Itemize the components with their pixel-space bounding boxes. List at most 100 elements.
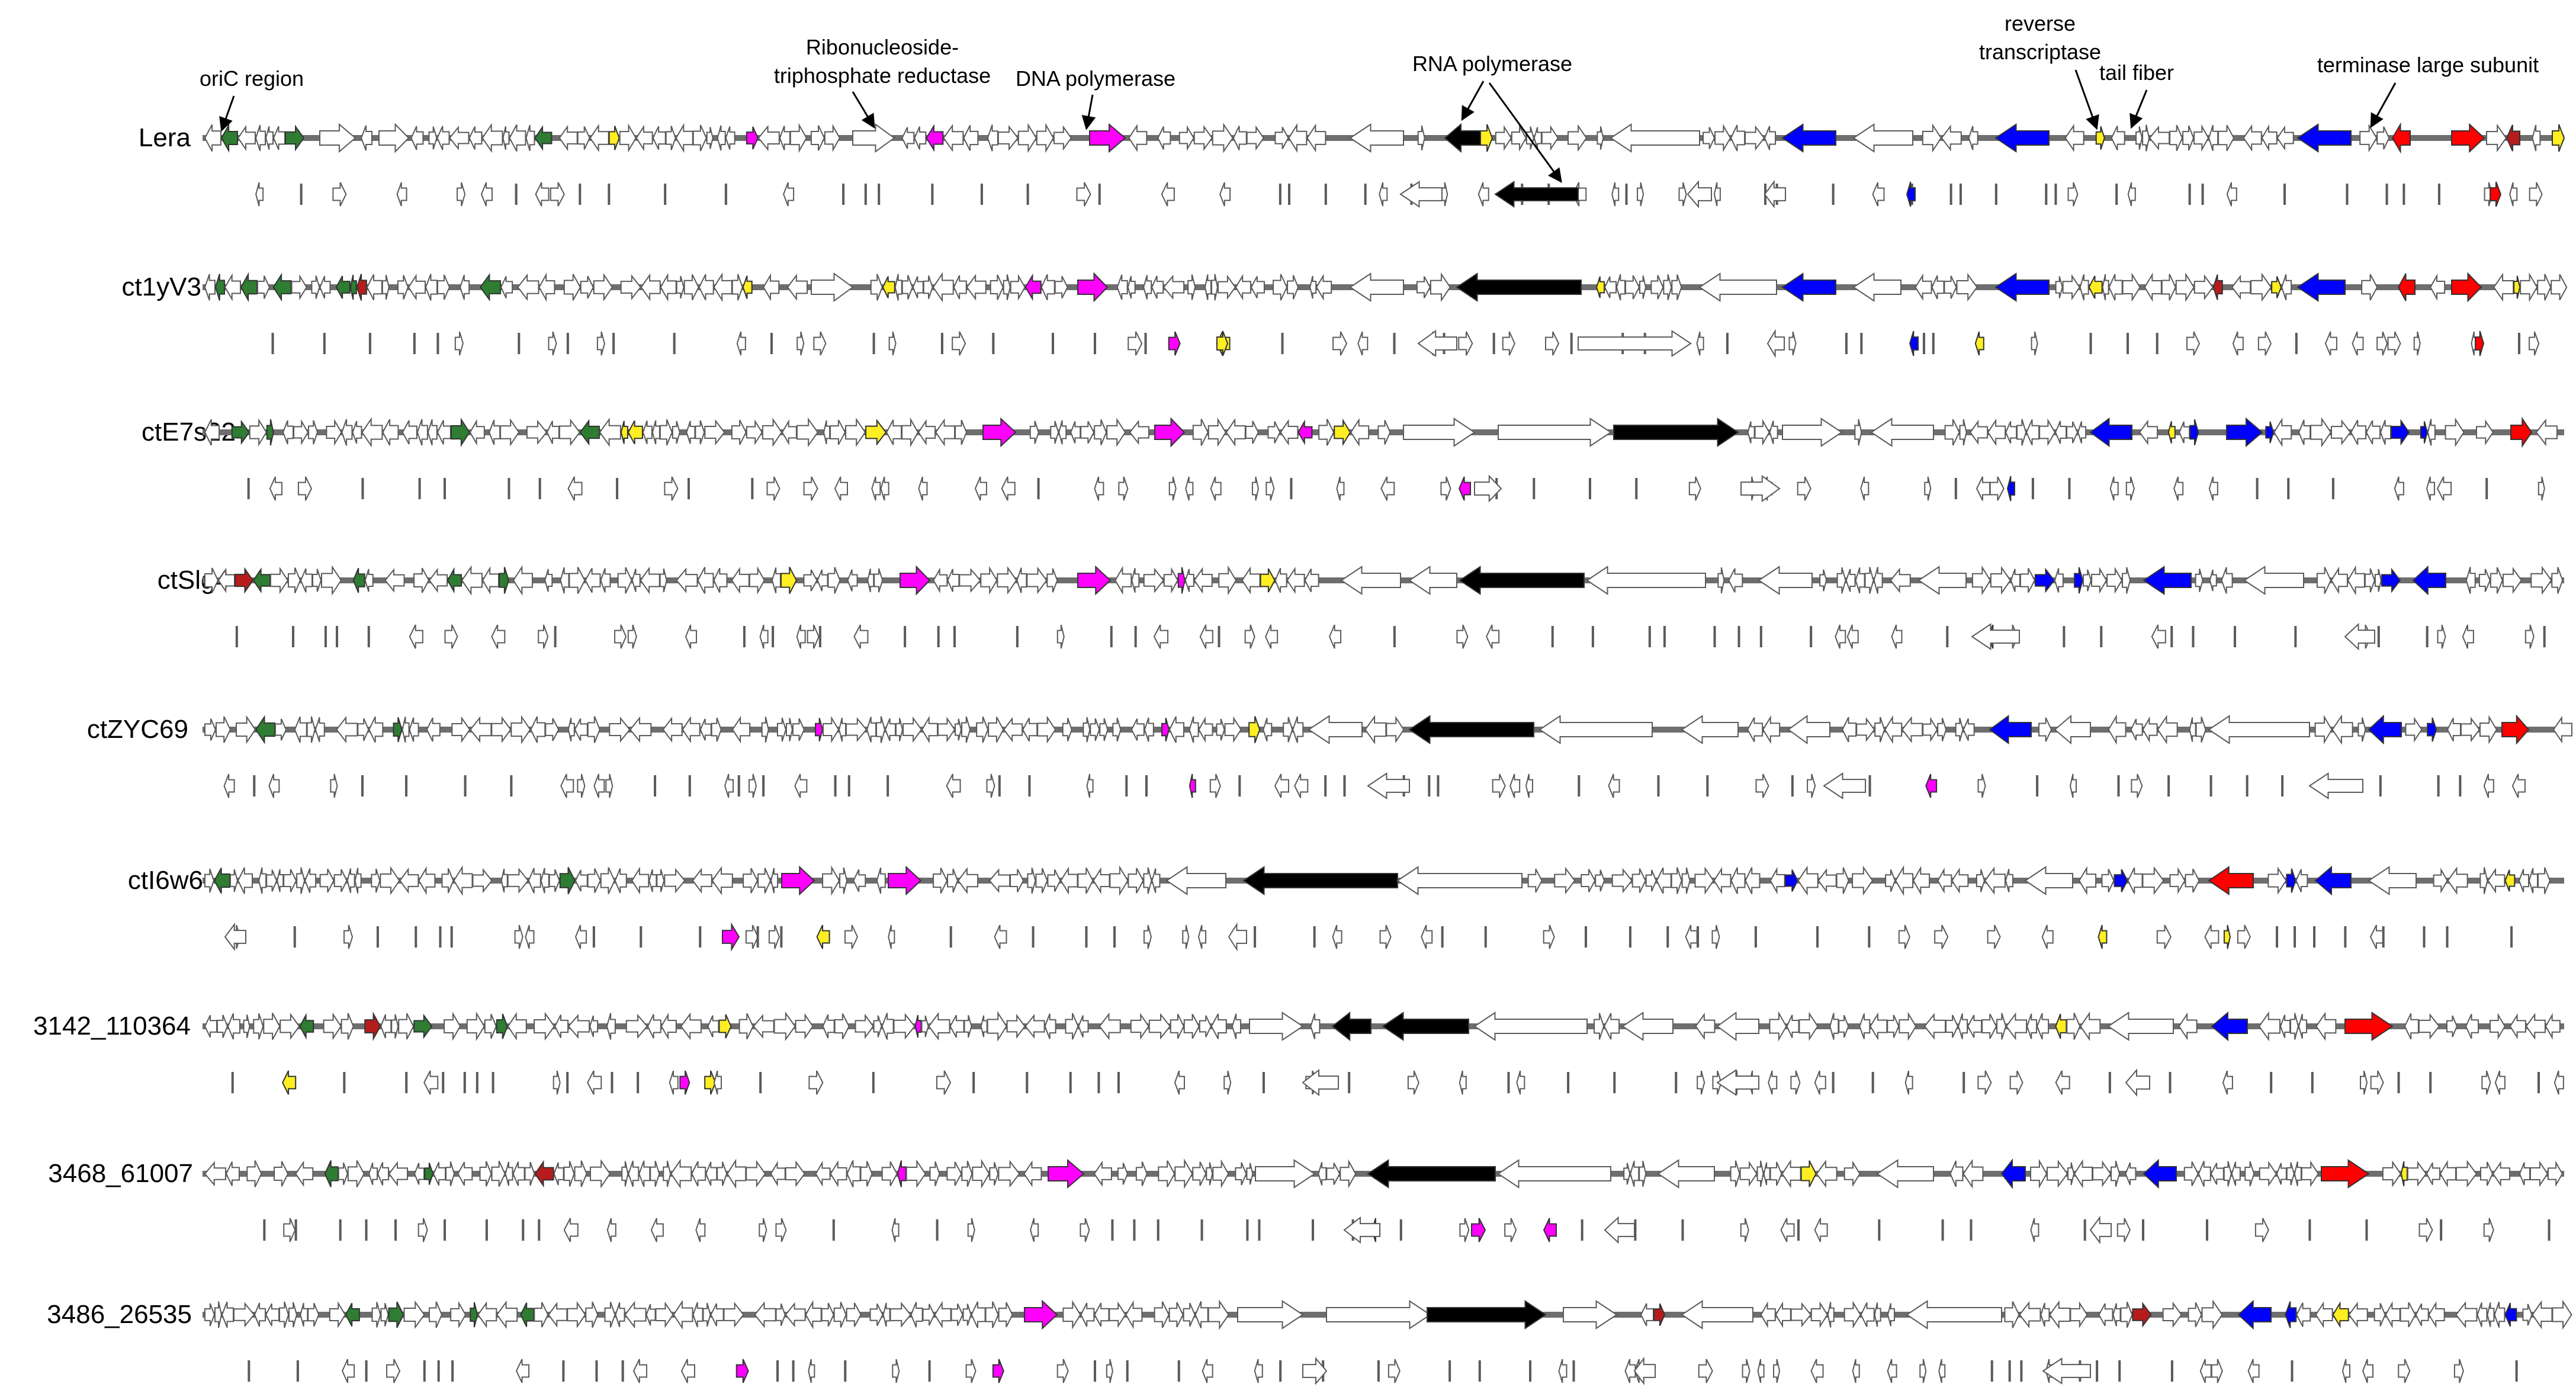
gene-arrow [955, 718, 962, 741]
gene-arrow [1161, 182, 1175, 207]
gene-arrow [1874, 1302, 1881, 1327]
gene-arrow-terminase [2391, 122, 2411, 154]
gene-arrow [2127, 867, 2143, 894]
gene-arrow [830, 1160, 847, 1187]
gene-arrow [1225, 418, 1246, 447]
gene-tick [2537, 1072, 2540, 1093]
gene-arrow [1891, 624, 1903, 649]
gene-arrow [1170, 1013, 1184, 1039]
gene-tick [2167, 775, 2170, 797]
gene-arrow [2487, 868, 2506, 894]
gene-arrow [1177, 567, 1186, 594]
gene-arrow [454, 331, 464, 356]
gene-arrow [629, 716, 652, 743]
gene-tick [980, 184, 983, 205]
gene-arrow [2535, 418, 2558, 447]
gene-arrow [827, 567, 841, 594]
gene-arrow-rnap [1242, 866, 1398, 895]
gene-arrow [1856, 717, 1875, 742]
gene-arrow [897, 1160, 907, 1187]
gene-arrow [417, 1218, 428, 1242]
gene-tick [2377, 626, 2380, 647]
gene-arrow [444, 1012, 461, 1041]
gene-arrow [280, 1013, 300, 1040]
gene-arrow [450, 1301, 467, 1329]
gene-tick [1393, 626, 1396, 647]
gene-arrow [2055, 420, 2067, 444]
gene-tick [231, 1072, 234, 1093]
gene-arrow [2047, 1160, 2068, 1188]
gene-tick [367, 626, 370, 647]
gene-arrow [1112, 717, 1122, 742]
gene-arrow [2070, 1301, 2088, 1328]
gene-arrow [785, 718, 793, 741]
gene-arrow [550, 182, 565, 207]
gene-arrow [1336, 476, 1345, 501]
gene-tick [1492, 333, 1495, 354]
gene-arrow [2481, 1070, 2491, 1095]
gene-arrow [428, 126, 438, 150]
gene-arrow [1923, 1013, 1947, 1040]
gene-tick [612, 333, 615, 354]
gene-arrow [1157, 126, 1171, 150]
gene-tick [2313, 926, 2316, 948]
gene-arrow [1925, 773, 1938, 798]
gene-arrow-plain [224, 923, 246, 951]
gene-arrow [717, 1161, 728, 1186]
gene-arrow [789, 123, 807, 153]
gene-arrow [961, 716, 971, 743]
gene-arrow [470, 716, 492, 743]
gene-arrow-plain [1326, 1300, 1431, 1330]
gene-arrow [2492, 1161, 2510, 1187]
gene-arrow [1769, 1161, 1782, 1186]
gene-arrow [1116, 274, 1128, 300]
gene-arrow [275, 718, 287, 741]
gene-arrow [1639, 1160, 1647, 1187]
gene-tick [2459, 775, 2462, 797]
gene-arrow [1842, 717, 1857, 743]
gene-arrow [2453, 1359, 2464, 1383]
gene-arrow [2281, 274, 2292, 301]
gene-arrow [567, 476, 583, 501]
gene-arrow [500, 276, 513, 298]
gene-arrow [763, 273, 780, 301]
gene-arrow [584, 567, 601, 593]
gene-arrow [796, 331, 805, 356]
gene-arrow [901, 275, 913, 300]
gene-arrow [2511, 773, 2526, 798]
gene-tick [1110, 626, 1113, 647]
gene-tick [492, 1072, 494, 1093]
gene-arrow [2016, 419, 2027, 446]
gene-arrow [1029, 420, 1039, 444]
gene-tick [437, 1360, 440, 1382]
gene-arrow [665, 126, 676, 150]
gene-tick [1663, 626, 1666, 647]
gene-arrow [1922, 717, 1938, 743]
gene-tick [931, 184, 934, 205]
gene-arrow [980, 566, 998, 595]
gene-tick [336, 626, 339, 647]
gene-arrow [1094, 1302, 1110, 1327]
gene-arrow [567, 1301, 586, 1329]
gene-arrow [717, 125, 726, 151]
gene-arrow [2188, 1302, 2202, 1328]
gene-arrow [326, 419, 342, 446]
gene-arrow [2341, 1359, 2350, 1383]
gene-arrow [1884, 715, 1903, 744]
gene-arrow [2494, 1301, 2506, 1328]
gene-tick [1111, 1219, 1114, 1241]
gene-arrow [2250, 272, 2272, 302]
gene-arrow [1604, 276, 1617, 298]
gene-tick [637, 1072, 640, 1093]
gene-arrow [1836, 567, 1846, 594]
gene-arrow [255, 182, 264, 207]
gene-arrow [713, 272, 733, 302]
gene-tick [953, 626, 956, 647]
gene-arrow-plain [2344, 622, 2375, 651]
gene-arrow [470, 1302, 478, 1328]
annotation-label: triphosphate reductase [774, 63, 991, 88]
gene-arrow [235, 567, 254, 594]
gene-arrow [922, 1303, 935, 1326]
gene-tick [1570, 333, 1573, 354]
gene-arrow [484, 1013, 497, 1039]
